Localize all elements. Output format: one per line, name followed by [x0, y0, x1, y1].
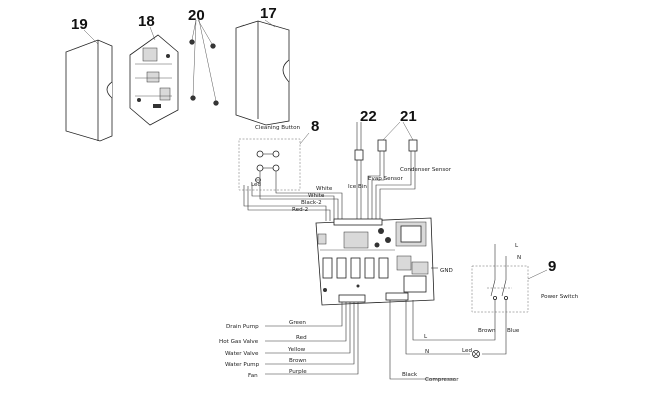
label-white-1: White — [316, 186, 333, 192]
label-gnd: GND — [440, 268, 453, 274]
load-name: Water Valve — [225, 351, 259, 357]
callout-19: 19 — [71, 16, 88, 33]
label-condenser-sensor: Condenser Sensor — [400, 167, 452, 173]
label-power-switch: Power Switch — [541, 294, 579, 300]
cleaning-button-8 — [238, 138, 301, 191]
label-ice-bin: Ice Bin — [348, 184, 367, 190]
label-N-top: N — [517, 255, 521, 261]
label-cleaning-button: Cleaning Button — [255, 125, 300, 131]
load-name: Hot Gas Valve — [219, 339, 259, 345]
label-blue-right: Blue — [507, 328, 520, 334]
callout-9: 9 — [548, 258, 556, 275]
load-wire-color: Red — [296, 335, 307, 341]
label-led-right: Led — [462, 348, 472, 354]
sensor-clips-20 — [189, 19, 219, 106]
label-red-2: Red-2 — [292, 207, 308, 213]
callout-17: 17 — [260, 5, 277, 22]
load-wire-color: Yellow — [287, 347, 306, 353]
load-wires — [265, 302, 359, 375]
led-indicator-right — [472, 350, 480, 358]
load-wire-color: Brown — [289, 358, 307, 364]
label-N-bottom: N — [425, 349, 429, 355]
load-list: Drain Pump Green Hot Gas Valve Red Water… — [219, 320, 307, 379]
callout-18: 18 — [138, 13, 155, 30]
label-L-bottom: L — [424, 334, 428, 340]
load-name: Fan — [248, 373, 258, 379]
label-black-bottom: Black — [402, 372, 418, 378]
ice-bin-sensor-22 — [354, 122, 364, 221]
power-switch-9 — [471, 244, 529, 313]
label-brown-right: Brown — [478, 328, 496, 334]
label-white-2: White — [308, 193, 325, 199]
label-evap-sensor: Evap Sensor — [368, 176, 403, 182]
cover-panel-19 — [65, 39, 113, 142]
callout-8: 8 — [311, 118, 319, 135]
label-led-left: Led — [251, 182, 261, 188]
callout-20: 20 — [188, 7, 205, 24]
callout-22: 22 — [360, 108, 377, 125]
load-wire-color: Green — [289, 320, 306, 326]
load-name: Drain Pump — [226, 324, 259, 330]
cover-panel-17 — [235, 20, 290, 126]
callout-21: 21 — [400, 108, 417, 125]
main-control-board — [315, 217, 435, 306]
temperature-sensors-21 — [367, 121, 418, 221]
load-wire-color: Purple — [289, 369, 307, 375]
label-compressor: Compressor — [425, 377, 459, 383]
control-board-18 — [129, 34, 179, 126]
label-L-top: L — [515, 243, 519, 249]
label-black-2: Black-2 — [301, 200, 322, 206]
load-name: Water Pump — [225, 362, 260, 368]
